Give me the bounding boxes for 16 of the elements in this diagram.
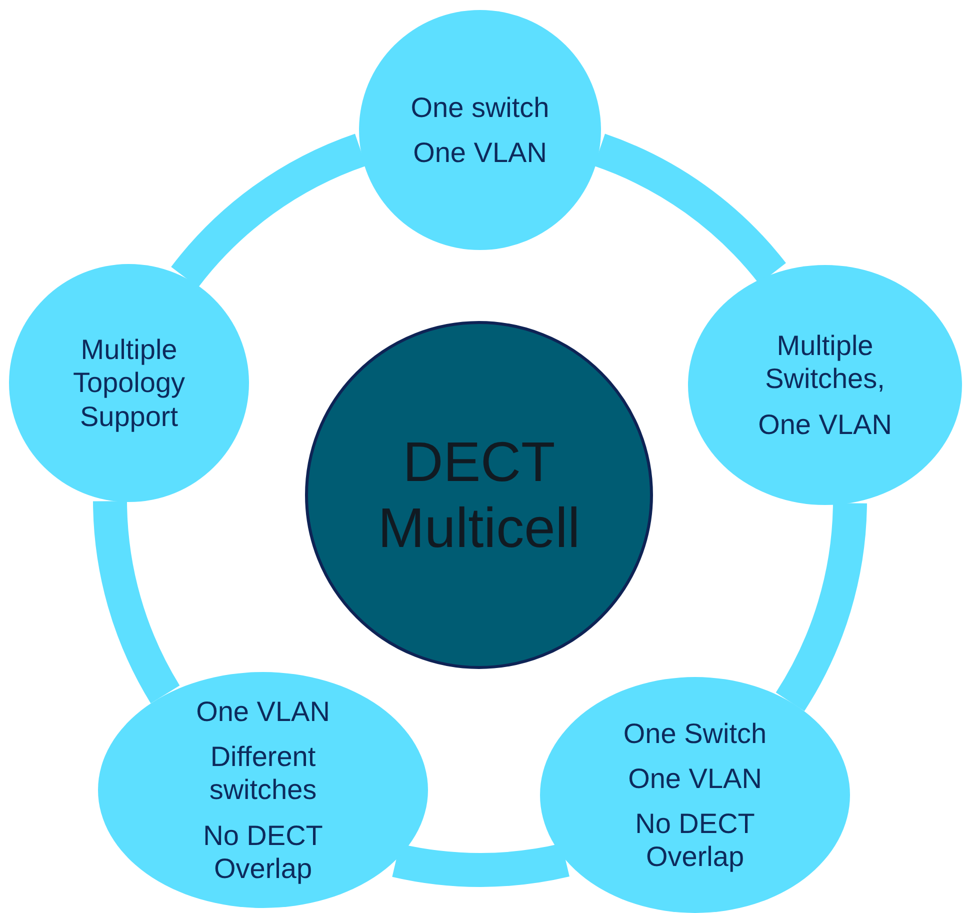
topic-text: Different switches (208, 740, 318, 807)
topic-text: No DECT Overlap (202, 818, 324, 885)
topic-text: One VLAN (758, 408, 892, 441)
topic-text: One Switch (623, 716, 767, 750)
topic-text: One VLAN (196, 695, 330, 728)
ring-connector (172, 134, 367, 288)
ring-connector (393, 843, 569, 887)
topic-text: One VLAN (628, 762, 762, 795)
topic-text: Multiple Switches, (764, 329, 886, 396)
topic-text: No DECT Overlap (634, 807, 756, 874)
hub-title: DECT Multicell (376, 428, 582, 561)
topic-text: Multiple Topology Support (72, 333, 186, 433)
ring-connector (93, 500, 180, 703)
topic-text: One switch (410, 90, 550, 124)
topic-text: One VLAN (413, 136, 547, 170)
ring-connector (775, 502, 867, 710)
